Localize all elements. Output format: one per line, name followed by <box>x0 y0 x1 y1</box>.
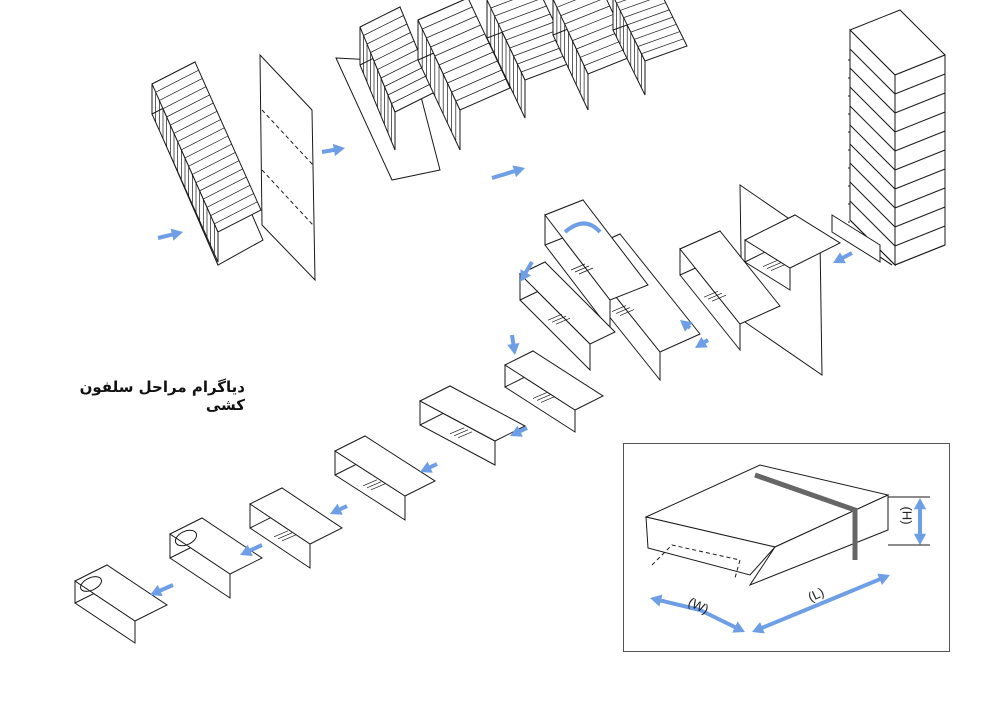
box-top-face <box>169 517 263 575</box>
arrow-chain-1-head <box>510 425 523 437</box>
inset-arrow-h-up-head <box>913 498 927 510</box>
wrap-stage-4 <box>552 0 634 111</box>
stack-base <box>831 214 881 263</box>
stack-divider <box>849 219 946 266</box>
inset-arrow-l-left <box>758 602 821 631</box>
product-row <box>151 61 262 263</box>
inset-arrow-l-right <box>819 576 884 606</box>
arrow-down-2-head <box>507 342 520 355</box>
wrap-stage-3 <box>486 0 574 119</box>
box-top-face <box>743 214 842 269</box>
arrow-rotate <box>563 221 602 234</box>
wrap-stage-2 <box>417 0 511 151</box>
wrap-step-1 <box>503 350 605 433</box>
box-top-face <box>519 261 616 345</box>
box-top-face <box>74 564 168 622</box>
box-top-face <box>417 0 511 111</box>
film-fold-line <box>261 169 314 226</box>
stack-divider <box>849 181 946 228</box>
tear-strip <box>754 472 858 560</box>
film-sheet <box>259 53 316 282</box>
inset-arrow-w-left-head <box>650 594 663 607</box>
box-top-face <box>249 487 343 545</box>
wrap-stage-5 <box>612 0 688 96</box>
arrow-to-wrap-head <box>332 143 345 156</box>
arrow-feed-head <box>170 228 183 241</box>
inset-box-front <box>645 516 776 576</box>
diagram-title: دیاگرام مراحل سلفون کشی <box>79 378 245 414</box>
arrow-top-row-head <box>512 165 525 178</box>
stack-divider <box>849 105 946 152</box>
wrap-step-3 <box>333 435 437 521</box>
inset-arrow-h-down-head <box>913 533 927 545</box>
box-top-face <box>679 230 781 325</box>
wrap-final <box>74 564 168 644</box>
arrow-to-stack-head <box>833 252 846 264</box>
arrow-chain-3-head <box>330 503 343 515</box>
arrow-chain-2-head <box>420 461 433 473</box>
wrap-mid-3 <box>544 199 649 332</box>
inset-fold-dashed <box>651 544 741 579</box>
wrap-step-2 <box>418 385 527 466</box>
inset-arrow-w-right <box>699 608 739 631</box>
arrow-down-1-head <box>520 269 532 282</box>
wrap-stage-1 <box>359 6 436 151</box>
stack-divider <box>849 200 946 247</box>
stack-divider <box>849 162 946 209</box>
stack-divider <box>849 143 946 190</box>
height-label: (H) <box>899 506 915 525</box>
stack-divider <box>849 124 946 171</box>
inset-arrow-l-right-head <box>877 573 890 585</box>
stack-divider <box>849 67 946 114</box>
arrow-chain-4-head <box>240 544 253 556</box>
arrow-mid-2-head <box>680 320 693 332</box>
film-fold-line <box>261 109 314 166</box>
box-top-face <box>333 435 437 497</box>
inset-arrow-l-left-head <box>752 622 765 634</box>
dimension-inset <box>623 443 950 652</box>
wrap-mid-4 <box>519 261 616 372</box>
wrap-step-4 <box>249 487 343 569</box>
film-box <box>743 214 842 291</box>
stack-divider <box>849 48 946 95</box>
arrow-top-row <box>491 168 518 180</box>
wrap-step-5 <box>169 517 263 599</box>
stack-divider <box>849 86 946 133</box>
arrow-chain-5-head <box>150 584 163 597</box>
box-top-face <box>544 199 649 301</box>
arrow-mid-head <box>695 336 708 348</box>
inset-arrow-w-right-head <box>732 621 745 633</box>
box-top-face <box>503 350 605 411</box>
inset-arrow-w-left <box>657 597 701 612</box>
wrap-mid-1 <box>679 230 781 352</box>
